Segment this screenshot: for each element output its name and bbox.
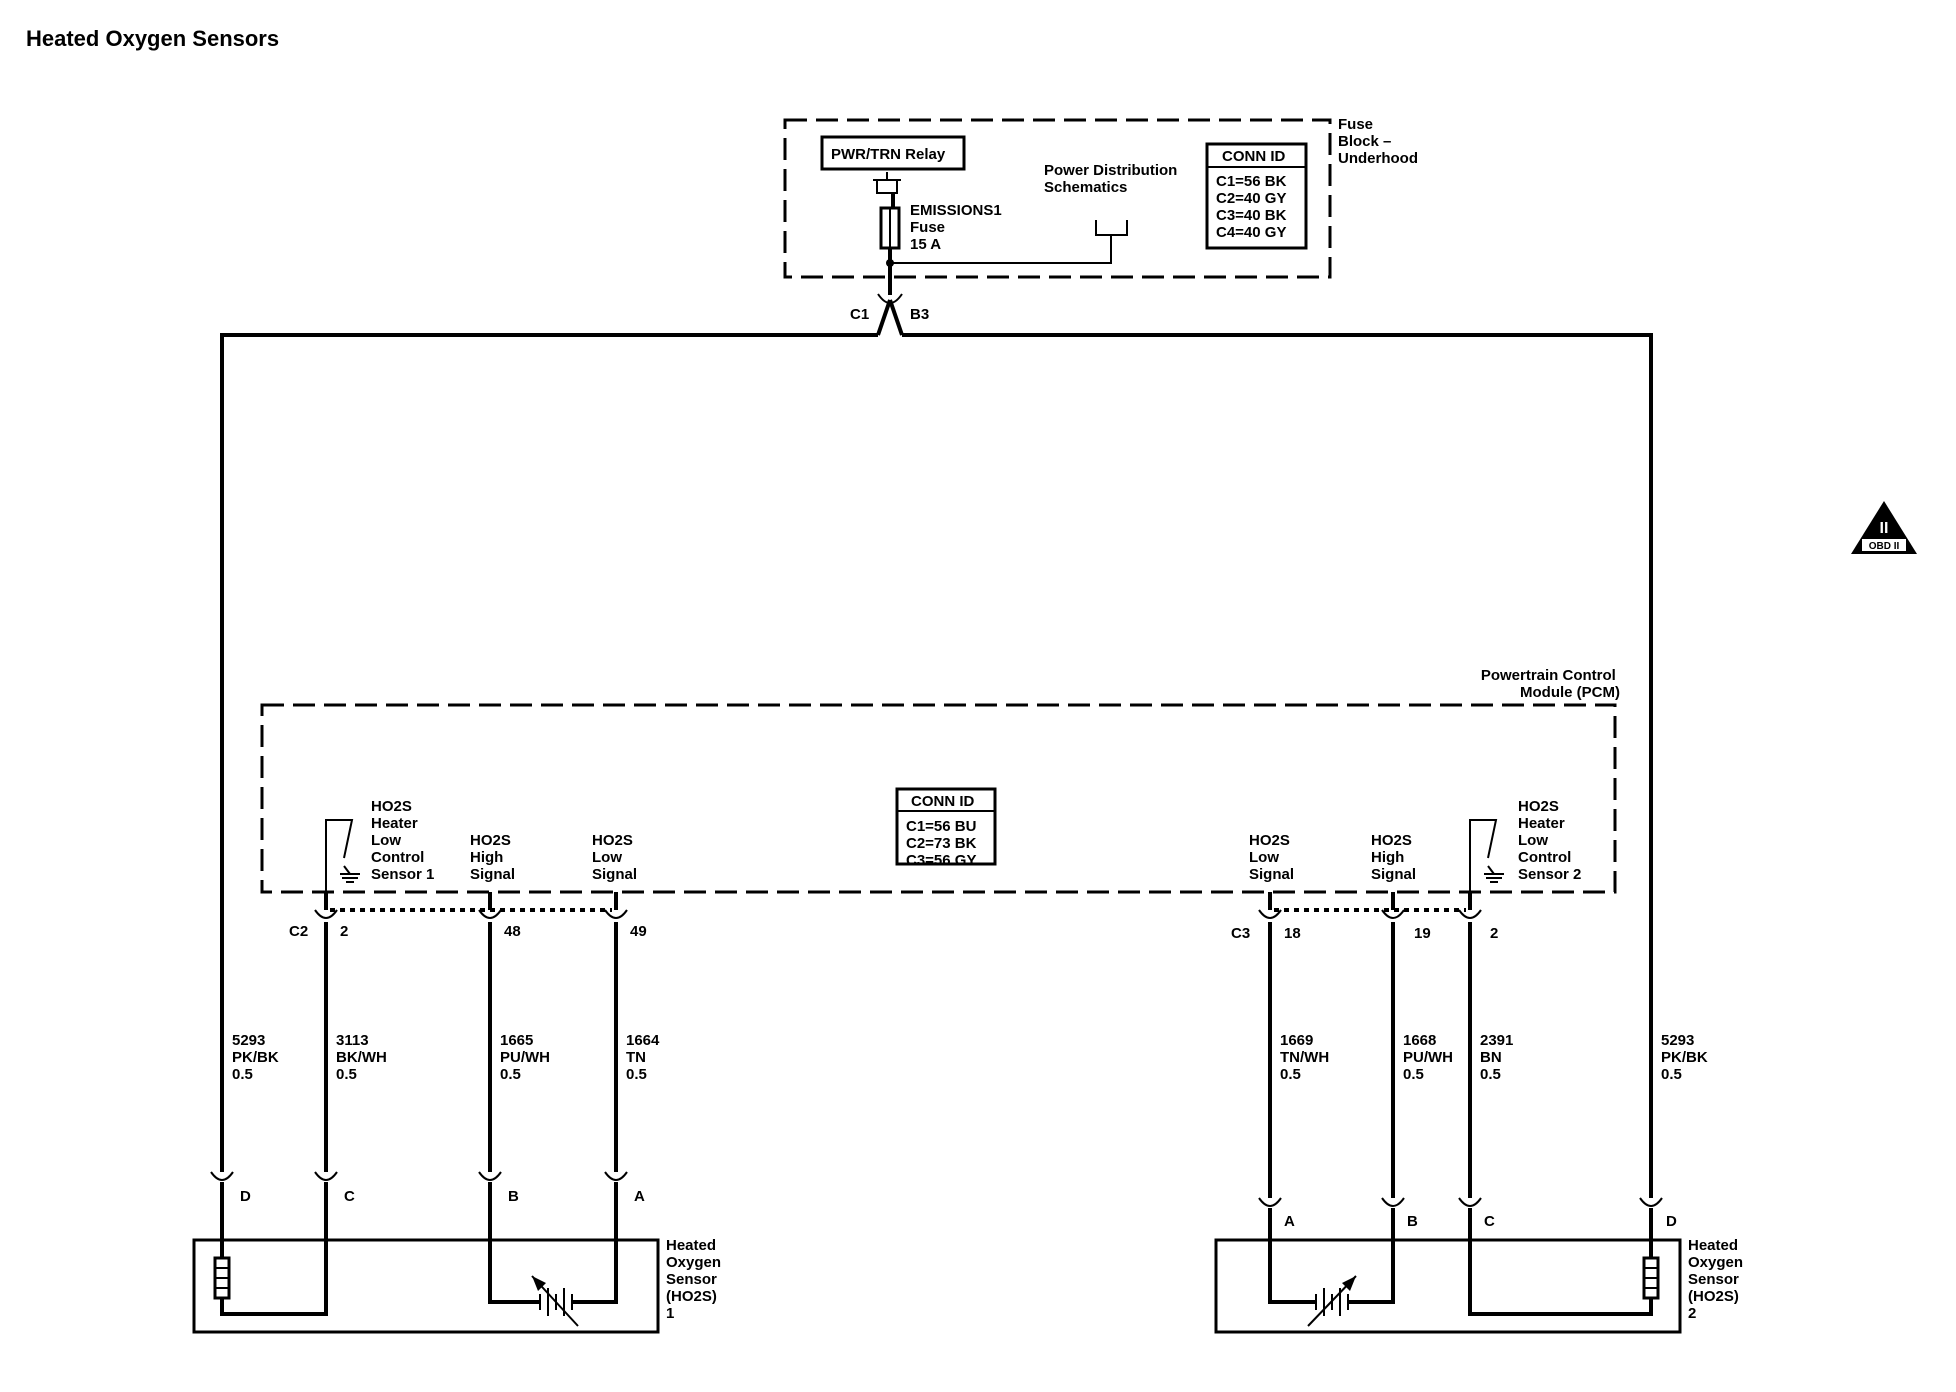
sensor2-label: Heated Oxygen Sensor (HO2S) 2 xyxy=(1688,1237,1747,1322)
fuse-output-connector: C1 B3 xyxy=(850,293,929,336)
sensor1-label: Heated Oxygen Sensor (HO2S) 1 xyxy=(666,1237,725,1322)
wire-label: 1665 PU/WH 0.5 xyxy=(500,1032,554,1083)
feed-wire-sensor1 xyxy=(220,333,878,1172)
svg-text:D: D xyxy=(1666,1213,1677,1230)
svg-text:C2: C2 xyxy=(289,923,308,940)
page-title: Heated Oxygen Sensors xyxy=(26,26,280,51)
wire-label: 1669 TN/WH 0.5 xyxy=(1280,1032,1333,1083)
pcm-conn-id-table: CONN ID C1=56 BU C2=73 BK C3=56 GY xyxy=(895,787,997,869)
svg-text:B3: B3 xyxy=(910,306,929,323)
svg-text:C3=56 GY: C3=56 GY xyxy=(906,852,976,869)
svg-text:2: 2 xyxy=(1490,925,1498,942)
wire-label: 2391 BN 0.5 xyxy=(1480,1032,1518,1083)
pcm-high1-label: HO2S High Signal xyxy=(470,832,515,883)
pcm-low2-label: HO2S Low Signal xyxy=(1249,832,1294,883)
svg-text:CONN ID: CONN ID xyxy=(911,793,975,810)
pcm-label: Powertrain Control Module (PCM) xyxy=(1481,667,1620,701)
powertrain-control-module: Powertrain Control Module (PCM) CONN ID … xyxy=(260,667,1620,894)
svg-text:C3=40 BK: C3=40 BK xyxy=(1216,207,1287,224)
fuse-block-label: Fuse Block – Underhood xyxy=(1338,116,1418,167)
wire-label: 5293 PK/BK 0.5 xyxy=(1661,1032,1712,1083)
obd-ii-badge: II OBD II xyxy=(1851,501,1917,554)
svg-text:C: C xyxy=(344,1188,355,1205)
wire-label: 5293 PK/BK 0.5 xyxy=(232,1032,283,1083)
svg-text:C2=40 GY: C2=40 GY xyxy=(1216,190,1286,207)
heated-oxygen-sensor-2: A B C D Heated Oxygen Sensor (HO2S) 2 xyxy=(1214,1197,1747,1334)
svg-text:OBD II: OBD II xyxy=(1869,541,1900,552)
pcm-heater1-label: HO2S Heater Low Control Sensor 1 xyxy=(371,798,434,883)
fuse-block-conn-id-table: CONN ID C1=56 BK C2=40 GY C3=40 BK C4=40… xyxy=(1205,142,1308,250)
svg-text:CONN ID: CONN ID xyxy=(1222,148,1286,165)
pcm-high2-label: HO2S High Signal xyxy=(1371,832,1416,883)
svg-text:B: B xyxy=(508,1188,519,1205)
svg-text:18: 18 xyxy=(1284,925,1301,942)
pwr-trn-relay xyxy=(820,135,966,171)
svg-text:49: 49 xyxy=(630,923,647,940)
svg-text:A: A xyxy=(1284,1213,1295,1230)
svg-text:C1: C1 xyxy=(850,306,869,323)
svg-text:D: D xyxy=(240,1188,251,1205)
wire-label: 3113 BK/WH 0.5 xyxy=(336,1032,391,1083)
svg-text:B: B xyxy=(1407,1213,1418,1230)
pcm-heater2-label: HO2S Heater Low Control Sensor 2 xyxy=(1518,798,1581,883)
svg-text:2: 2 xyxy=(340,923,348,940)
heated-oxygen-sensor-1: D C B A Heated Oxygen Sensor (HO2S) 1 xyxy=(192,1171,725,1334)
svg-text:A: A xyxy=(634,1188,645,1205)
fuse-label: EMISSIONS1 Fuse 15 A xyxy=(910,202,1006,253)
fuse-block-underhood: Fuse Block – Underhood PWR/TRN Relay EMI… xyxy=(783,116,1418,295)
svg-text:C1=56 BK: C1=56 BK xyxy=(1216,173,1287,190)
relay-label: PWR/TRN Relay xyxy=(831,146,946,163)
svg-text:C3: C3 xyxy=(1231,925,1250,942)
svg-text:C: C xyxy=(1484,1213,1495,1230)
wire-labels: 5293 PK/BK 0.5 3113 BK/WH 0.5 1665 PU/WH… xyxy=(232,1032,1712,1083)
svg-text:C2=73 BK: C2=73 BK xyxy=(906,835,977,852)
svg-text:C4=40 GY: C4=40 GY xyxy=(1216,224,1286,241)
wire-label: 1664 TN 0.5 xyxy=(626,1032,664,1083)
svg-text:C1=56 BU: C1=56 BU xyxy=(906,818,976,835)
feed-wire-sensor2 xyxy=(902,333,1653,1172)
pcm-connector-c3: C3 18 19 2 xyxy=(1231,892,1498,942)
power-distribution-label: Power Distribution Schematics xyxy=(1044,162,1182,196)
svg-text:19: 19 xyxy=(1414,925,1431,942)
svg-text:II: II xyxy=(1880,520,1889,537)
pcm-connector-c2: C2 2 48 49 xyxy=(289,892,647,940)
svg-text:48: 48 xyxy=(504,923,521,940)
pcm-low1-label: HO2S Low Signal xyxy=(592,832,637,883)
wire-label: 1668 PU/WH 0.5 xyxy=(1403,1032,1457,1083)
